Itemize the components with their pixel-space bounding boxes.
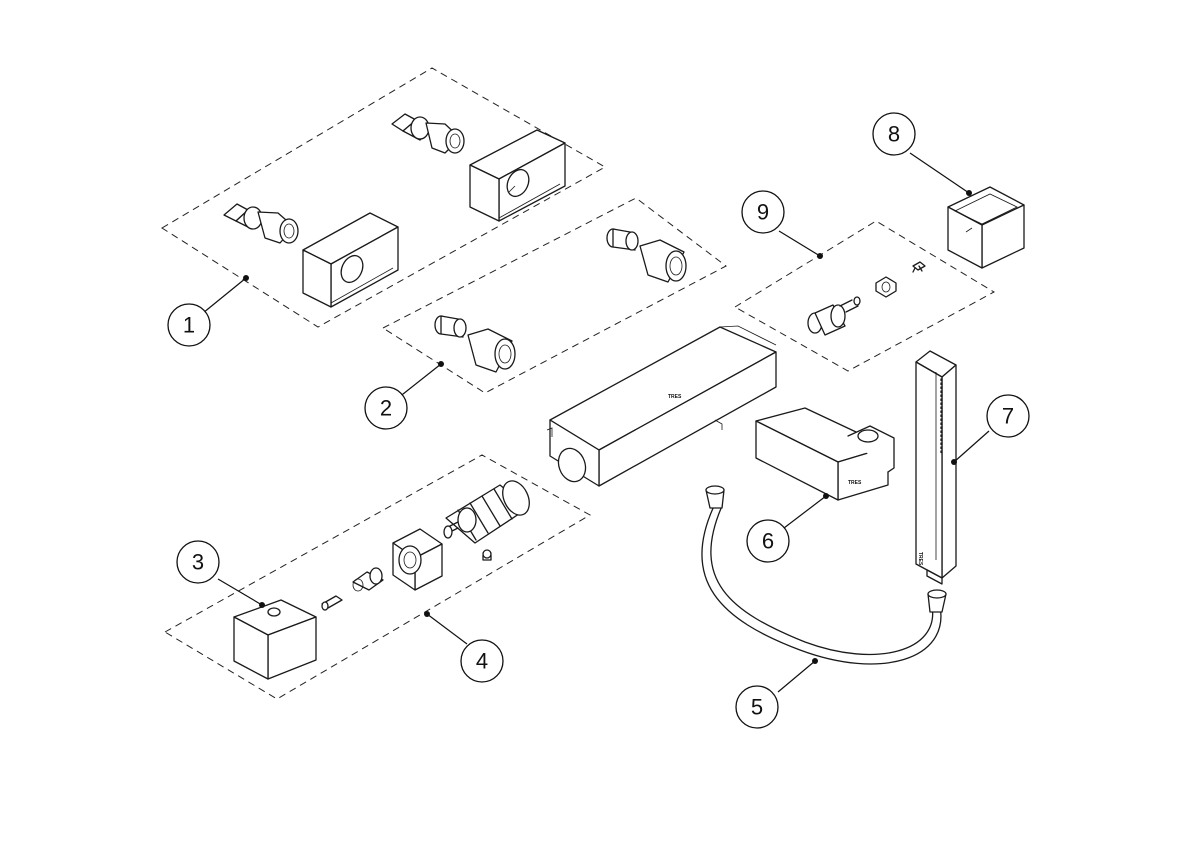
part-7-hand-shower: TRES — [915, 350, 957, 585]
callout-2-label: 2 — [380, 396, 392, 421]
callout-1[interactable]: 1 — [167, 303, 211, 347]
group-4-flange-plate — [392, 528, 443, 591]
group-4-thermostatic-cartridge — [443, 480, 530, 544]
part-3-control-handle — [233, 599, 317, 680]
group-1-square-escutcheon-lower — [302, 212, 399, 308]
group-1-square-escutcheon-upper — [469, 129, 566, 222]
group-9-diverter-cartridge — [807, 296, 861, 336]
group-9-boundary — [734, 220, 996, 372]
brand-mark-body: TRES — [668, 394, 682, 400]
group-4-small-stop — [482, 549, 492, 561]
part-8-square-cap — [947, 186, 1025, 269]
group-1-boundary — [161, 67, 607, 328]
callout-1-label: 1 — [183, 313, 195, 338]
part-5-flexible-hose — [701, 485, 947, 665]
callout-6[interactable]: 6 — [746, 519, 790, 563]
group-9-screw — [912, 261, 926, 273]
group-1-eccentric-connector-upper — [391, 113, 465, 154]
group-4-screw — [321, 595, 343, 611]
group-2-connector-upper — [606, 228, 687, 283]
part-6-shower-holder: TRES — [755, 407, 895, 501]
callout-2[interactable]: 2 — [364, 386, 408, 430]
callout-9[interactable]: 9 — [741, 190, 785, 234]
group-4-boundary — [164, 454, 592, 700]
group-2-boundary — [381, 197, 727, 394]
callout-5[interactable]: 5 — [735, 685, 779, 729]
callout-8[interactable]: 8 — [872, 112, 916, 156]
brand-mark-holder: TRES — [848, 480, 862, 486]
brand-mark-hand-shower: TRES — [917, 552, 923, 566]
callout-7[interactable]: 7 — [986, 394, 1030, 438]
thermostatic-mixer-body: TRES — [546, 325, 777, 487]
callout-3[interactable]: 3 — [176, 540, 220, 584]
callout-9-label: 9 — [757, 200, 769, 225]
callout-8-label: 8 — [888, 122, 900, 147]
callout-leaders — [202, 152, 990, 693]
callout-6-label: 6 — [762, 529, 774, 554]
group-4-extension — [352, 567, 384, 592]
callout-5-label: 5 — [751, 695, 763, 720]
group-9-nut — [875, 276, 897, 298]
callout-4-label: 4 — [476, 649, 488, 674]
group-1-eccentric-connector-lower — [223, 203, 299, 244]
group-2-connector-lower — [434, 315, 516, 373]
callout-7-label: 7 — [1002, 404, 1014, 429]
callout-4[interactable]: 4 — [460, 639, 504, 683]
callout-3-label: 3 — [192, 550, 204, 575]
